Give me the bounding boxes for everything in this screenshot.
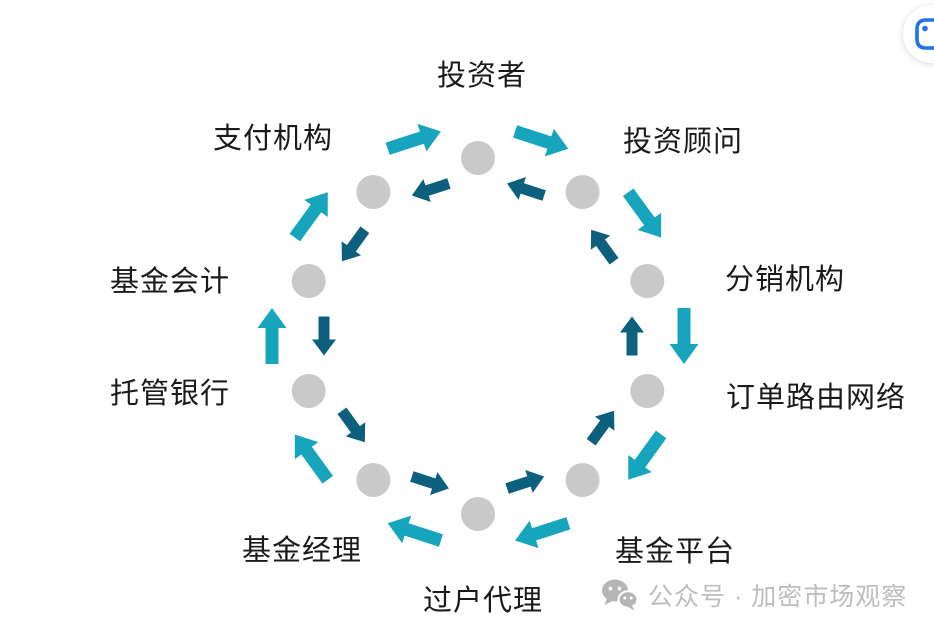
scan-icon bbox=[915, 18, 934, 50]
node-label-investor: 投资者 bbox=[436, 60, 528, 92]
flow-arrow-clockwise bbox=[515, 517, 571, 549]
wechat-icon bbox=[602, 579, 638, 611]
cycle-node-dot bbox=[291, 374, 326, 408]
cycle-node-dot bbox=[630, 374, 665, 408]
flow-arrow-counterclockwise bbox=[410, 471, 449, 495]
flow-arrow-clockwise bbox=[294, 434, 334, 484]
flow-arrow-clockwise bbox=[385, 123, 441, 155]
watermark-text: 公众号 · 加密市场观察 bbox=[648, 583, 908, 611]
cycle-node-dot bbox=[565, 175, 600, 209]
node-label-fund-platform: 基金平台 bbox=[614, 536, 736, 568]
flow-arrow-counterclockwise bbox=[337, 407, 366, 443]
flow-arrow-clockwise bbox=[669, 308, 699, 364]
node-label-fund-accountant: 基金会计 bbox=[109, 266, 231, 298]
flow-arrow-clockwise bbox=[628, 430, 667, 480]
flow-arrow-counterclockwise bbox=[312, 316, 336, 356]
cycle-node-dot bbox=[461, 497, 495, 531]
cycle-node-dot bbox=[291, 264, 326, 298]
watermark: 公众号 · 加密市场观察 bbox=[601, 577, 907, 613]
node-label-payment-institution: 支付机构 bbox=[212, 123, 334, 155]
flow-arrow-counterclockwise bbox=[586, 410, 615, 446]
flow-arrow-counterclockwise bbox=[505, 470, 545, 494]
flow-arrow-clockwise bbox=[257, 308, 287, 364]
node-label-order-routing-network: 订单路由网络 bbox=[725, 382, 907, 414]
node-label-fund-manager: 基金经理 bbox=[241, 535, 363, 567]
flow-arrow-counterclockwise bbox=[507, 177, 546, 201]
flow-arrow-counterclockwise bbox=[341, 226, 370, 262]
node-label-transfer-agent: 过户代理 bbox=[422, 585, 544, 617]
cycle-node-dot bbox=[356, 175, 391, 209]
flow-arrow-counterclockwise bbox=[620, 316, 644, 356]
node-label-investment-advisor: 投资顾问 bbox=[622, 126, 744, 158]
node-label-custodian-bank: 托管银行 bbox=[109, 378, 231, 410]
cycle-node-dot bbox=[565, 463, 600, 497]
flow-arrow-clockwise bbox=[513, 125, 569, 157]
flow-arrow-clockwise bbox=[622, 188, 662, 238]
cycle-node-dot bbox=[630, 264, 665, 298]
cycle-node-dot bbox=[356, 463, 391, 497]
flow-arrow-counterclockwise bbox=[411, 178, 451, 202]
cycle-node-dot bbox=[461, 141, 495, 175]
flow-arrow-clockwise bbox=[289, 192, 328, 242]
flow-arrow-clockwise bbox=[387, 515, 443, 547]
flow-arrow-counterclockwise bbox=[590, 229, 619, 265]
node-label-distributor: 分销机构 bbox=[724, 264, 846, 296]
